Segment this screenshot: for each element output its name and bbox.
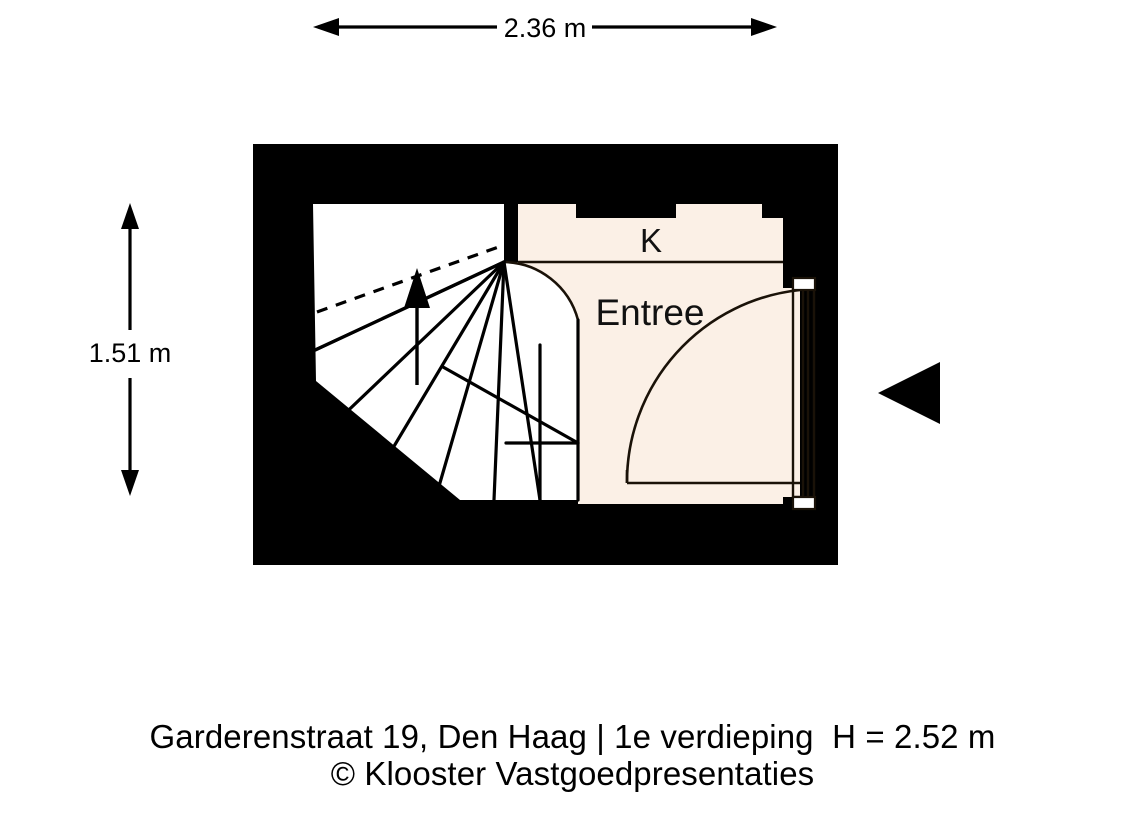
width-dimension-arrow-left-icon [313,18,339,36]
height-dimension-arrow-down-icon [121,470,139,496]
height-dimension-arrow-up-icon [121,203,139,229]
stair-riser-3 [379,260,506,470]
door-jamb-bottom [791,495,817,511]
door-swing-arc [625,288,801,484]
room-floor-fill [518,204,800,504]
width-dimension-label: 2.36 m [504,13,587,43]
entrance-door [625,276,817,511]
caption-block: Garderenstraat 19, Den Haag | 1e verdiep… [0,718,1145,793]
caption-copyright-line: © Klooster Vastgoedpresentaties [330,755,815,793]
room-label-entrance: Entree [595,292,704,333]
stair-break-line [316,243,505,314]
stair-tread-diagonal [441,365,580,445]
view-direction-marker-icon [878,362,940,424]
staircase-floor [313,204,578,500]
width-dimension: 2.36 m [313,13,777,43]
height-dimension-label: 1.51 m [89,338,172,368]
stair-riser-2 [332,260,506,426]
stair-direction-arrow-icon [404,268,430,308]
caption-address-line: Garderenstraat 19, Den Haag | 1e verdiep… [149,718,996,755]
height-dimension: 1.51 m [89,203,172,496]
door-jamb-top [791,276,817,292]
stair-riser-6 [502,260,542,502]
room-label-kitchen: K [640,222,662,259]
stair-winder-nose [503,260,580,321]
stair-riser-5 [492,260,506,502]
stair-nose-arc [503,260,580,321]
staircase-area [313,204,578,500]
stair-nose-fill [504,262,578,320]
room-floors [518,204,800,504]
width-dimension-arrow-right-icon [751,18,777,36]
stair-direction [316,243,505,385]
